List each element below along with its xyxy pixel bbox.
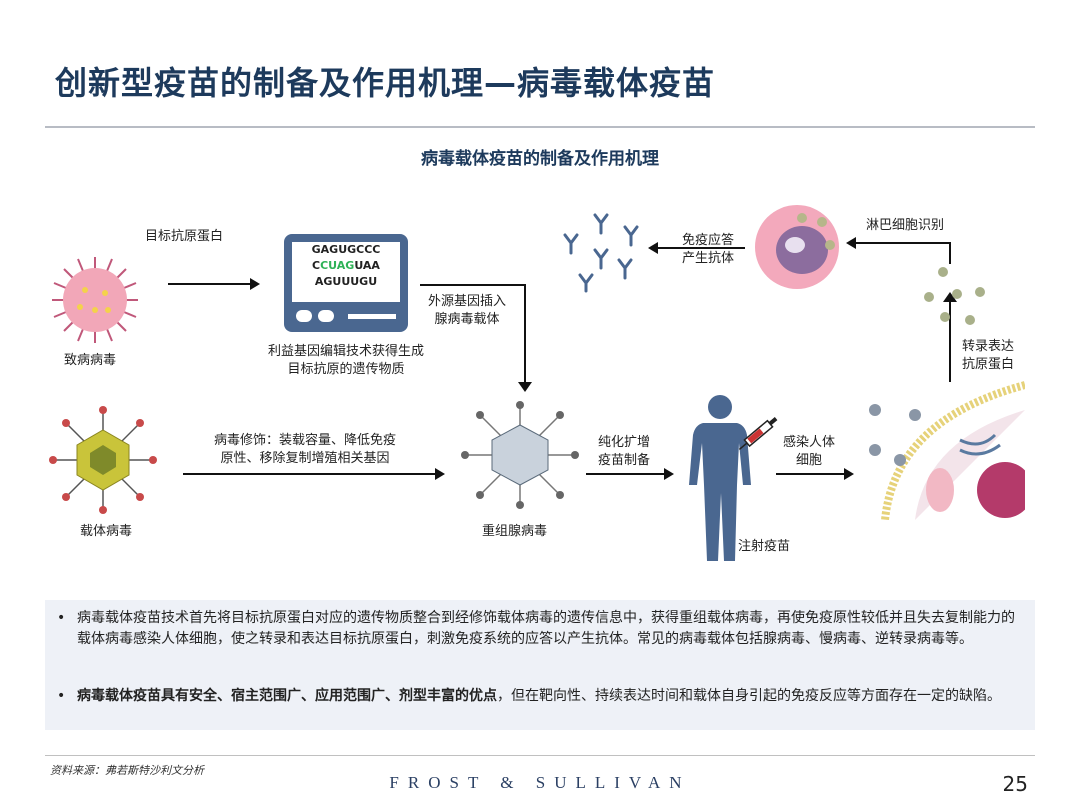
antibodies-icon [563,213,639,293]
recombinant-label: 重组腺病毒 [482,524,548,539]
sequence-line-3: AGUUUGU [314,275,378,288]
connector-line-top-vertical [949,242,951,264]
transcribe-label: 转录表达抗原蛋白 [962,339,1015,372]
arrow-to-recombinant [183,468,445,480]
target-antigen-label: 目标抗原蛋白 [145,229,224,244]
arrow-down-head [518,382,532,392]
arrow-up-head [943,292,957,302]
human-body-icon [689,395,778,561]
infect-label: 感染人体细胞 [783,435,836,468]
frost-sullivan-logo: FROST & SULLIVAN [389,773,691,792]
footer-divider [45,755,1035,756]
sequence-line-2: CCUAGUAA [312,259,380,272]
insert-label: 外源基因插入腺病毒载体 [428,294,507,327]
modification-label: 病毒修饰：装载容量、降低免疫原性、移除复制增殖相关基因 [213,433,396,466]
vector-virus-icon [49,406,157,514]
arrow-to-cell [776,468,854,480]
title-divider [45,126,1035,128]
antigen-particles-icon [924,267,985,325]
inject-label: 注射疫苗 [738,539,791,554]
source-note: 资料来源：弗若斯特沙利文分析 [50,764,204,777]
arrow-up-line [949,300,951,382]
diagram-title: 病毒载体疫苗的制备及作用机理 [421,149,659,169]
pathogen-virus-icon [52,257,138,343]
note-bullet-1: •病毒载体疫苗技术首先将目标抗原蛋白对应的遗传物质整合到经修饰载体病毒的遗传信息… [57,610,1015,647]
purify-label: 纯化扩增疫苗制备 [598,435,651,468]
notes-box: •病毒载体疫苗技术首先将目标抗原蛋白对应的遗传物质整合到经修饰载体病毒的遗传信息… [45,600,1035,730]
recombinant-adenovirus-icon [461,401,579,509]
page-title: 创新型疫苗的制备及作用机理—病毒载体疫苗 [55,64,716,102]
note-bullet-2: •病毒载体疫苗具有安全、宿主范围广、应用范围广、剂型丰富的优点，但在靶向性、持续… [57,688,1001,704]
human-cell-icon [869,381,1025,520]
gene-sequence-screen-icon: GAGUGCCC CCUAGUAA AGUUUGU [284,234,408,332]
lymphocyte-icon [755,205,839,289]
arrow-to-human [586,468,674,480]
antibody-label: 免疫应答产生抗体 [682,233,735,266]
arrow-to-screen [168,278,260,290]
lymphocyte-label: 淋巴细胞识别 [866,218,945,233]
arrow-to-lymphocyte [846,237,862,249]
gene-editing-label: 利益基因编辑技术获得生成目标抗原的遗传物质 [267,344,424,377]
connector-line-vertical [524,284,526,384]
page-number: 25 [1002,772,1028,796]
connector-line-top [862,242,950,244]
connector-line [420,284,526,286]
pathogen-label: 致病病毒 [64,353,117,368]
arrow-to-antibodies [648,242,745,254]
sequence-line-1: GAGUGCCC [311,243,381,256]
vector-virus-label: 载体病毒 [80,524,133,539]
